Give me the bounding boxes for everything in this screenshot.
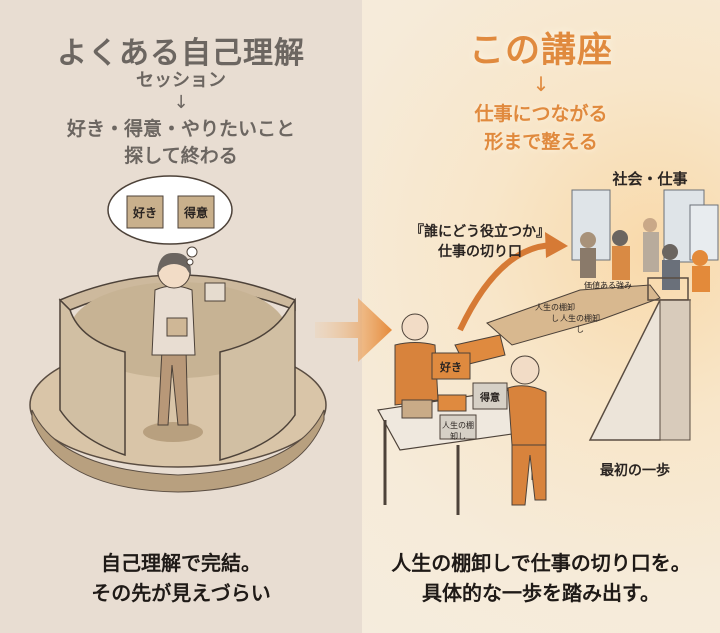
entry-point-label-line2: 仕事の切り口 bbox=[438, 244, 522, 260]
held-piece-like: 好き bbox=[440, 361, 462, 374]
path-piece-inventory-2: 人生の棚卸し bbox=[560, 314, 600, 334]
left-caption: 自己理解で完結。 その先が見えづらい bbox=[0, 548, 362, 608]
table-scene bbox=[377, 313, 547, 515]
career-path-arrow bbox=[457, 232, 568, 332]
puzzle-path bbox=[454, 284, 661, 366]
left-description-line2: 探して終わる bbox=[124, 145, 238, 167]
stairs bbox=[588, 277, 691, 441]
city-illustration bbox=[571, 189, 719, 292]
right-caption-line1: 人生の棚卸しで仕事の切り口を。 bbox=[391, 551, 691, 575]
right-caption-line2: 具体的な一歩を踏み出す。 bbox=[422, 581, 660, 605]
right-down-arrow-icon: ↓ bbox=[532, 72, 550, 96]
left-down-arrow-icon: ↓ bbox=[173, 92, 189, 113]
left-description: 好き・得意・やりたいこと 探して終わる bbox=[0, 116, 362, 170]
thought-piece-like: 好き bbox=[132, 206, 157, 220]
thought-piece-strength: 得意 bbox=[183, 206, 208, 220]
path-piece-strength: 価値ある強み bbox=[584, 281, 632, 290]
right-description-line2: 形まで整える bbox=[484, 131, 598, 153]
held-piece-strength: 得意 bbox=[480, 393, 500, 404]
right-description-line1: 仕事につながる bbox=[474, 103, 608, 125]
thought-bubble bbox=[107, 175, 233, 266]
left-title: よくある自己理解 bbox=[57, 36, 305, 71]
entry-point-label: 『誰にどう役立つか』 仕事の切り口 bbox=[405, 222, 555, 262]
society-label: 社会・仕事 bbox=[612, 170, 688, 188]
left-subtitle: セッション bbox=[136, 70, 226, 91]
table-piece-inventory: 人生の棚卸し bbox=[442, 421, 474, 441]
person-left bbox=[151, 252, 226, 426]
right-title: この講座 bbox=[468, 31, 613, 71]
first-step-label: 最初の一歩 bbox=[600, 463, 670, 479]
left-caption-line2: その先が見えづらい bbox=[91, 581, 271, 605]
entry-point-label-line1: 『誰にどう役立つか』 bbox=[410, 224, 550, 240]
path-piece-inventory-1: 人生の棚卸し bbox=[535, 303, 575, 323]
right-caption: 人生の棚卸しで仕事の切り口を。 具体的な一歩を踏み出す。 bbox=[362, 548, 720, 608]
left-description-line1: 好き・得意・やりたいこと bbox=[66, 118, 295, 140]
transition-arrow bbox=[315, 298, 392, 362]
right-description: 仕事につながる 形まで整える bbox=[362, 100, 720, 156]
left-caption-line1: 自己理解で完結。 bbox=[101, 551, 261, 575]
